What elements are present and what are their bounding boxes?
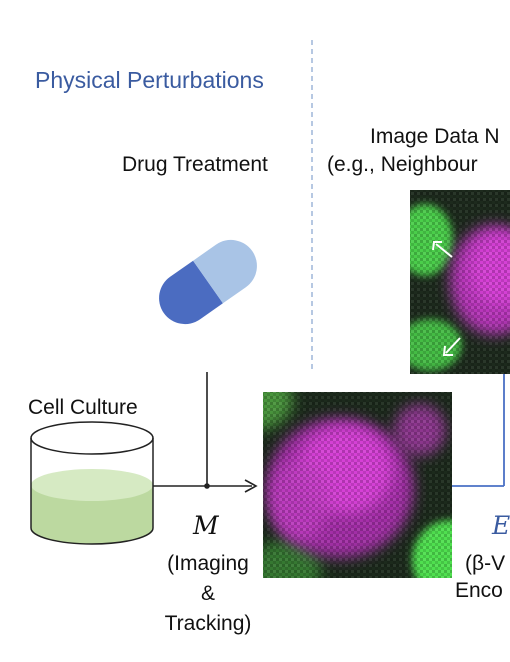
drug-treatment-label: Drug Treatment	[122, 153, 268, 176]
microscopy-image-main	[263, 392, 452, 578]
microscopy-image-neighbour	[410, 190, 510, 374]
petri-dish-icon	[30, 421, 154, 545]
image-data-label-line1: Image Data N	[370, 125, 500, 148]
process-m-symbol: M	[192, 511, 220, 540]
pill-icon	[159, 239, 257, 325]
arrow-right-icon	[153, 479, 258, 493]
encoder-line2: Enco	[455, 579, 503, 602]
section-title: Physical Perturbations	[35, 67, 264, 93]
junction-dot	[204, 483, 210, 489]
image-data-label-line2: (e.g., Neighbour	[327, 153, 478, 176]
encoder-line1: (β-V	[465, 552, 505, 575]
process-m-line3: Tracking)	[165, 612, 252, 635]
process-m-line2: &	[201, 582, 215, 605]
encoder-symbol: E	[491, 511, 510, 540]
cell-culture-label: Cell Culture	[28, 396, 138, 419]
process-m-line1: (Imaging	[167, 552, 249, 575]
